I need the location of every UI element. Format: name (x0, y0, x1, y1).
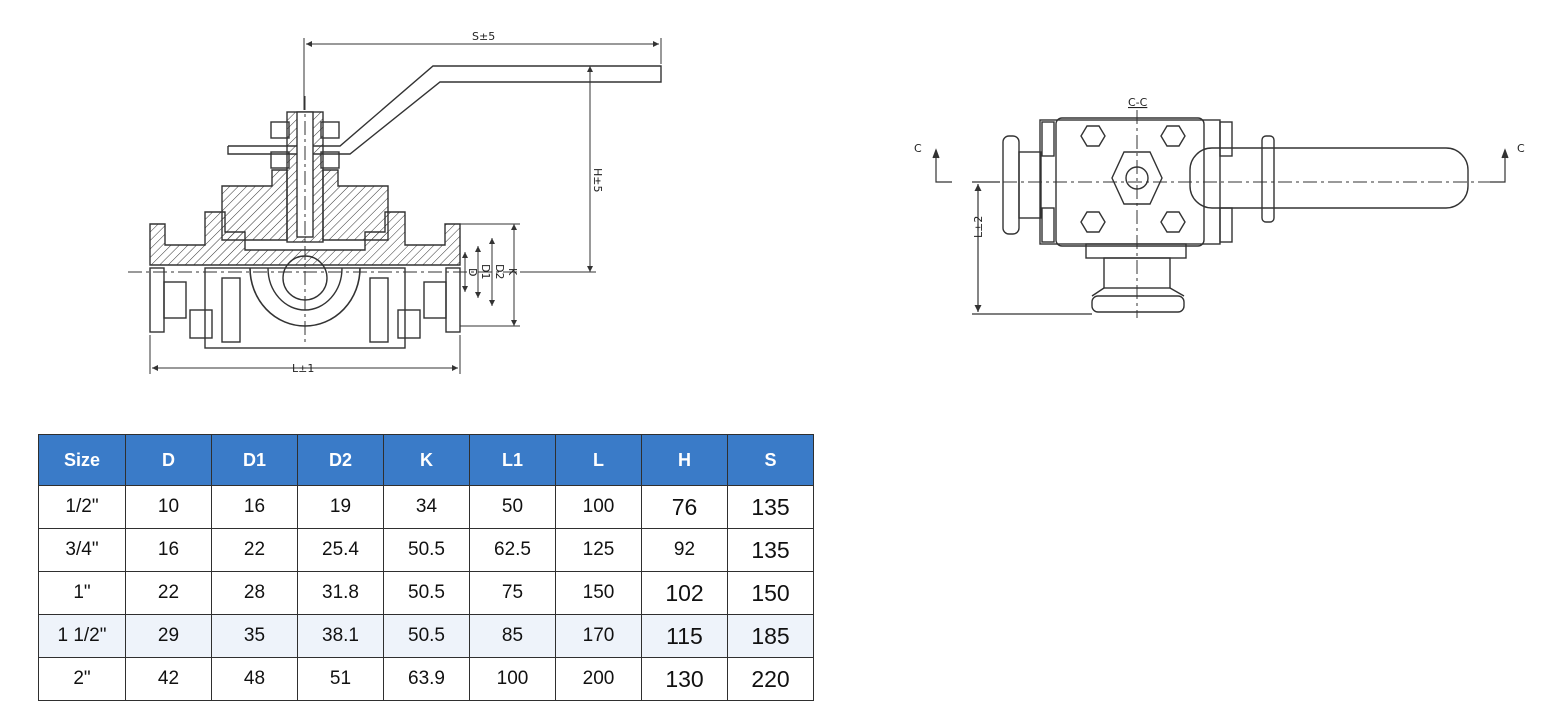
table-cell: 76 (641, 485, 728, 529)
table-cell: 48 (211, 657, 298, 701)
dim-D1-label: D1 (479, 264, 492, 279)
section-mark-left: C (914, 142, 922, 155)
table-cell: 170 (555, 614, 642, 658)
table-cell: 22 (211, 528, 298, 572)
table-cell: 42 (125, 657, 212, 701)
table-cell: 1" (38, 571, 126, 615)
right-clamp-flange (445, 267, 461, 333)
table-cell: 130 (641, 657, 728, 701)
table-cell: 200 (555, 657, 642, 701)
table-cell: 150 (727, 571, 814, 615)
table-cell: 50.5 (383, 614, 470, 658)
table-cell: 16 (211, 485, 298, 529)
table-cell: 125 (555, 528, 642, 572)
front-dimensions (149, 38, 662, 374)
table-cell: 75 (469, 571, 556, 615)
table-cell: 1/2" (38, 485, 126, 529)
table-row: 2" 42 48 51 63.9 100 200 130 220 (38, 657, 814, 701)
table-header-row: Size D D1 D2 K L1 L H S (38, 434, 814, 486)
table-row: 1 1/2" 29 35 38.1 50.5 85 170 115 185 (38, 614, 814, 658)
table-cell: 185 (727, 614, 814, 658)
left-clamp-flange (149, 267, 165, 333)
dim-H-label: H±5 (591, 168, 604, 193)
table-cell: 3/4" (38, 528, 126, 572)
dim-S-label: S±5 (472, 30, 495, 43)
table-cell: 25.4 (297, 528, 384, 572)
valve-handle (227, 65, 662, 155)
table-cell: 100 (469, 657, 556, 701)
table-cell: 50 (469, 485, 556, 529)
table-cell: 115 (641, 614, 728, 658)
col-header-l: L (555, 434, 642, 486)
front-section-view (128, 65, 662, 349)
valve-drawings: S±5 H±5 L±1 D D1 D2 K (128, 30, 1525, 375)
table-cell: 100 (555, 485, 642, 529)
side-left-flange (1002, 135, 1020, 235)
table-cell: 51 (297, 657, 384, 701)
section-title: C-C (1128, 96, 1148, 109)
table-cell: 19 (297, 485, 384, 529)
side-stem-nut (1111, 151, 1163, 205)
col-header-k: K (383, 434, 470, 486)
valve-body (149, 211, 461, 266)
table-row: 1/2" 10 16 19 34 50 100 76 135 (38, 485, 814, 529)
side-bolts (1041, 121, 1233, 243)
table-cell: 135 (727, 528, 814, 572)
table-cell: 1 1/2" (38, 614, 126, 658)
table-cell: 62.5 (469, 528, 556, 572)
table-cell: 92 (641, 528, 728, 572)
side-handle (1189, 147, 1469, 209)
table-row: 3/4" 16 22 25.4 50.5 62.5 125 92 135 (38, 528, 814, 572)
side-view (978, 110, 1505, 318)
table-cell: 10 (125, 485, 212, 529)
section-mark-right: C (1517, 142, 1525, 155)
table-cell: 29 (125, 614, 212, 658)
table-cell: 35 (211, 614, 298, 658)
table-cell: 2" (38, 657, 126, 701)
col-header-size: Size (38, 434, 126, 486)
table-cell: 38.1 (297, 614, 384, 658)
dim-D-label: D (466, 268, 479, 276)
valve-bonnet (221, 169, 288, 241)
table-cell: 85 (469, 614, 556, 658)
col-header-l1: L1 (469, 434, 556, 486)
table-cell: 50.5 (383, 528, 470, 572)
dim-L-label: L±1 (292, 362, 314, 375)
table-cell: 50.5 (383, 571, 470, 615)
col-header-d: D (125, 434, 212, 486)
table-cell: 63.9 (383, 657, 470, 701)
table-cell: 22 (125, 571, 212, 615)
table-row: 1" 22 28 31.8 50.5 75 150 102 150 (38, 571, 814, 615)
table-cell: 28 (211, 571, 298, 615)
col-header-d2: D2 (297, 434, 384, 486)
table-cell: 16 (125, 528, 212, 572)
table-cell: 34 (383, 485, 470, 529)
dim-L2-label: L±2 (972, 216, 985, 238)
dimension-table: Size D D1 D2 K L1 L H S 1/2" 10 16 19 34… (38, 434, 814, 701)
table-cell: 150 (555, 571, 642, 615)
table-cell: 135 (727, 485, 814, 529)
section-markers (932, 148, 1509, 315)
dim-K-label: K (506, 268, 519, 276)
table-cell: 220 (727, 657, 814, 701)
table-cell: 31.8 (297, 571, 384, 615)
col-header-d1: D1 (211, 434, 298, 486)
dim-D2-label: D2 (493, 264, 506, 279)
table-cell: 102 (641, 571, 728, 615)
col-header-h: H (641, 434, 728, 486)
col-header-s: S (727, 434, 814, 486)
side-bottom-flange (1091, 295, 1185, 313)
